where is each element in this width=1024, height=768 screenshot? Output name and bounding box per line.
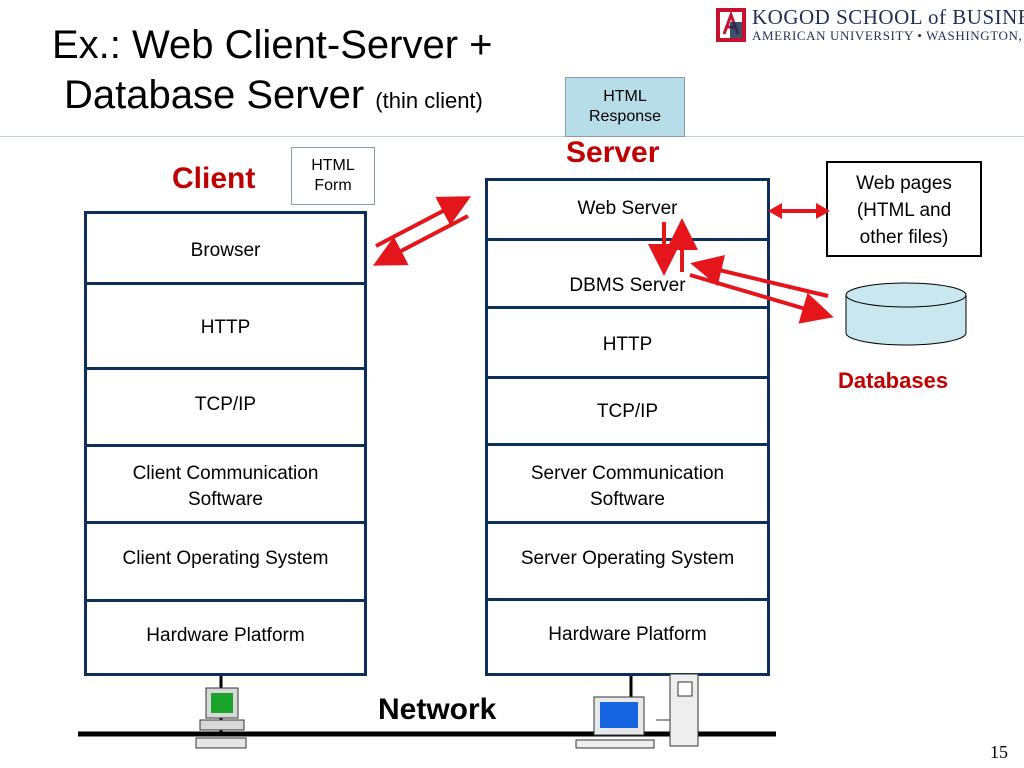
client-layer-http: HTTP [87, 285, 364, 370]
client-label: Client [172, 162, 256, 195]
page-number: 15 [990, 742, 1008, 762]
title-note: (thin client) [375, 88, 483, 113]
logo-school-name: KOGOD SCHOOL of BUSINESS [752, 5, 1024, 29]
network-label: Network [378, 693, 497, 726]
logo-university-name: AMERICAN UNIVERSITY • WASHINGTON, DC [752, 28, 1024, 43]
client-stack: Browser HTTP TCP/IP Client Communication… [84, 211, 367, 676]
client-computer-icon [195, 687, 247, 749]
web-pages-box: Web pages (HTML and other files) [826, 161, 982, 257]
databases-label: Databases [838, 368, 949, 393]
server-layer-hardware: Hardware Platform [548, 624, 707, 645]
web-pages-arrowhead-right [816, 203, 830, 219]
client-layer-hardware: Hardware Platform [146, 625, 305, 646]
title-main: Database Server [64, 73, 365, 117]
kogod-logo [716, 8, 746, 42]
server-layer-communication: Server Communication Software [488, 446, 767, 524]
web-pages-arrowhead-left [768, 203, 782, 219]
server-label: Server [566, 136, 660, 169]
title-line-2: Database Server (thin client) [52, 70, 493, 126]
title-line-1: Ex.: Web Client-Server + [52, 23, 493, 67]
server-layer-http: HTTP [488, 309, 767, 379]
server-layer-os: Server Operating System [488, 524, 767, 601]
response-arrow [372, 214, 469, 266]
server-layer-tcpip: TCP/IP [488, 379, 767, 446]
server-layer-dbms-server: DBMS Server [488, 241, 767, 309]
html-response-callout: HTML Response [565, 77, 685, 137]
slide-title: Ex.: Web Client-Server + Database Server… [52, 20, 493, 126]
server-layer-web-server: Web Server [488, 181, 767, 241]
html-form-callout: HTML Form [291, 147, 375, 205]
server-computer-icon [575, 673, 699, 749]
title-divider [0, 136, 1024, 137]
db-to-dbms-arrow [690, 255, 829, 298]
client-layer-tcpip: TCP/IP [87, 370, 364, 447]
client-layer-communication: Client Communication Software [87, 447, 364, 524]
client-layer-os: Client Operating System [87, 524, 364, 602]
database-cylinder [845, 282, 967, 346]
client-layer-browser: Browser [87, 214, 364, 285]
